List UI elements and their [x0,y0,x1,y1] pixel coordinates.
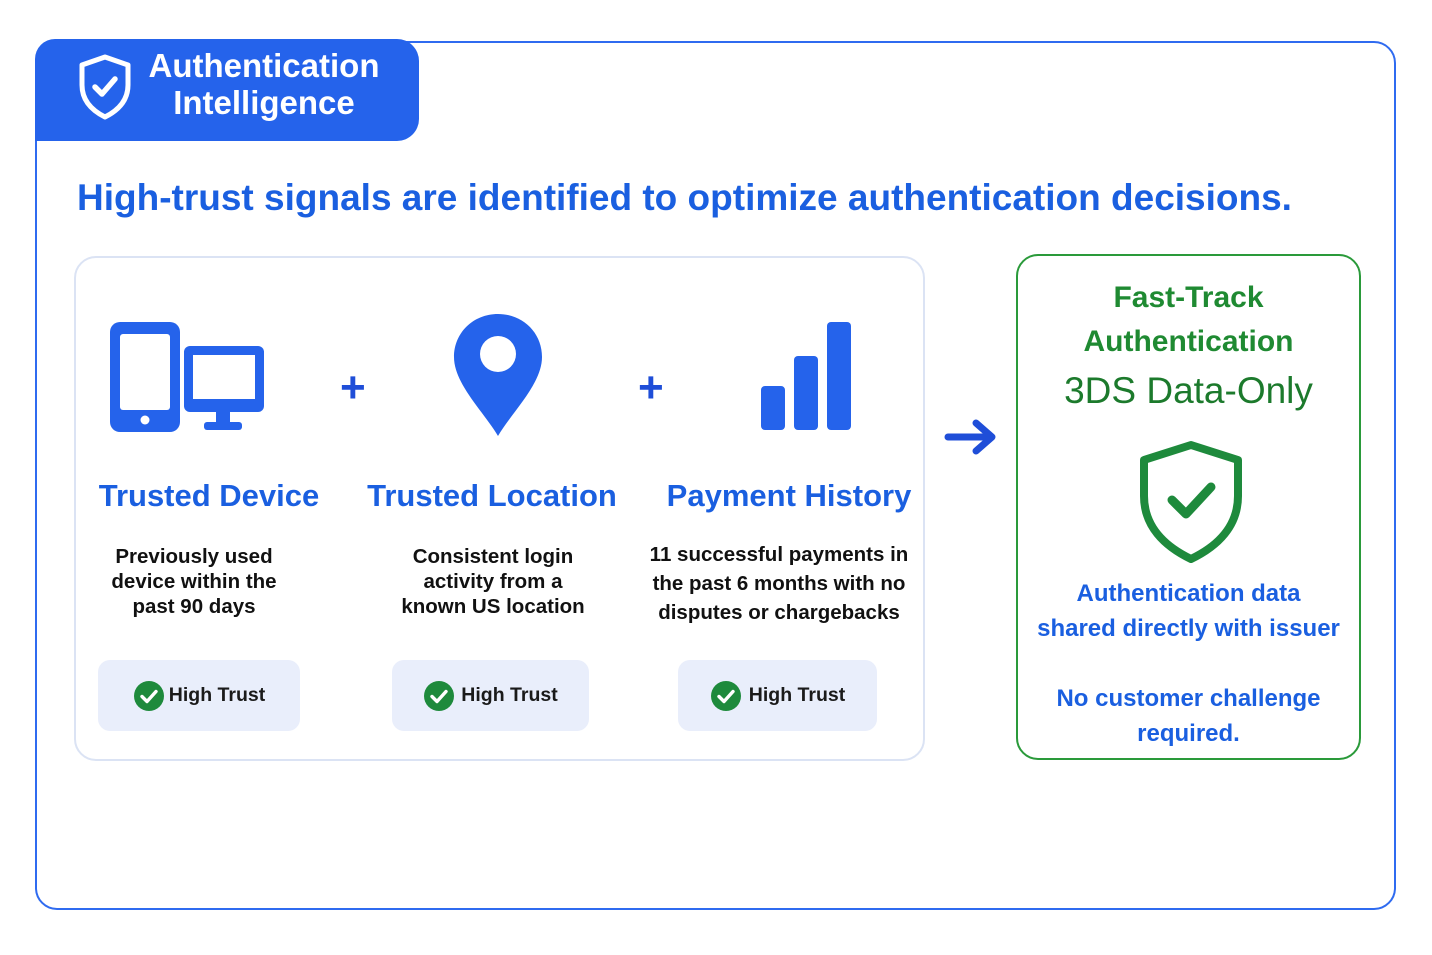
devices-icon [110,322,264,432]
signal-title-payment-history: Payment History [666,478,912,513]
shield-check-icon [1140,441,1242,563]
badge-label: High Trust [168,684,266,706]
headline: High-trust signals are identified to opt… [77,177,1292,218]
location-pin-icon [454,314,542,436]
check-circle-icon [133,680,164,711]
signal-desc-trusted-location: Consistent login activity from a known U… [401,545,585,618]
signal-desc-trusted-device: Previously used device within the past 9… [111,545,277,618]
status-badge: High Trust [98,660,300,731]
signal-desc-payment-history: 11 successful payments in the past 6 mon… [649,543,909,624]
badge-label: High Trust [461,684,558,706]
plus-operator: + [340,363,366,412]
bar-chart-icon [761,322,851,430]
outcome-note: No customer challenge required. [1056,685,1321,747]
outcome-title-line1: Fast-Track [1113,281,1264,314]
outcome-panel: Fast-Track Authentication 3DS Data-Only … [1016,254,1361,760]
arrow-right-icon [944,419,996,455]
status-badge: High Trust [678,660,877,731]
check-circle-icon [710,680,741,711]
outcome-title-line2: Authentication [1083,325,1294,358]
plus-operator: + [638,363,664,412]
status-badge: High Trust [392,660,589,731]
header-tab: Authentication Intelligence [35,39,419,141]
signal-title-trusted-device: Trusted Device [98,478,320,513]
signal-title-trusted-location: Trusted Location [367,478,617,513]
outcome-subtitle: 3DS Data-Only [1064,370,1313,411]
check-circle-icon [424,680,455,711]
shield-check-icon [79,54,131,120]
header-title: Authentication Intelligence [148,47,380,121]
badge-label: High Trust [748,684,846,706]
outcome-detail: Authentication data shared directly with… [1037,580,1340,642]
